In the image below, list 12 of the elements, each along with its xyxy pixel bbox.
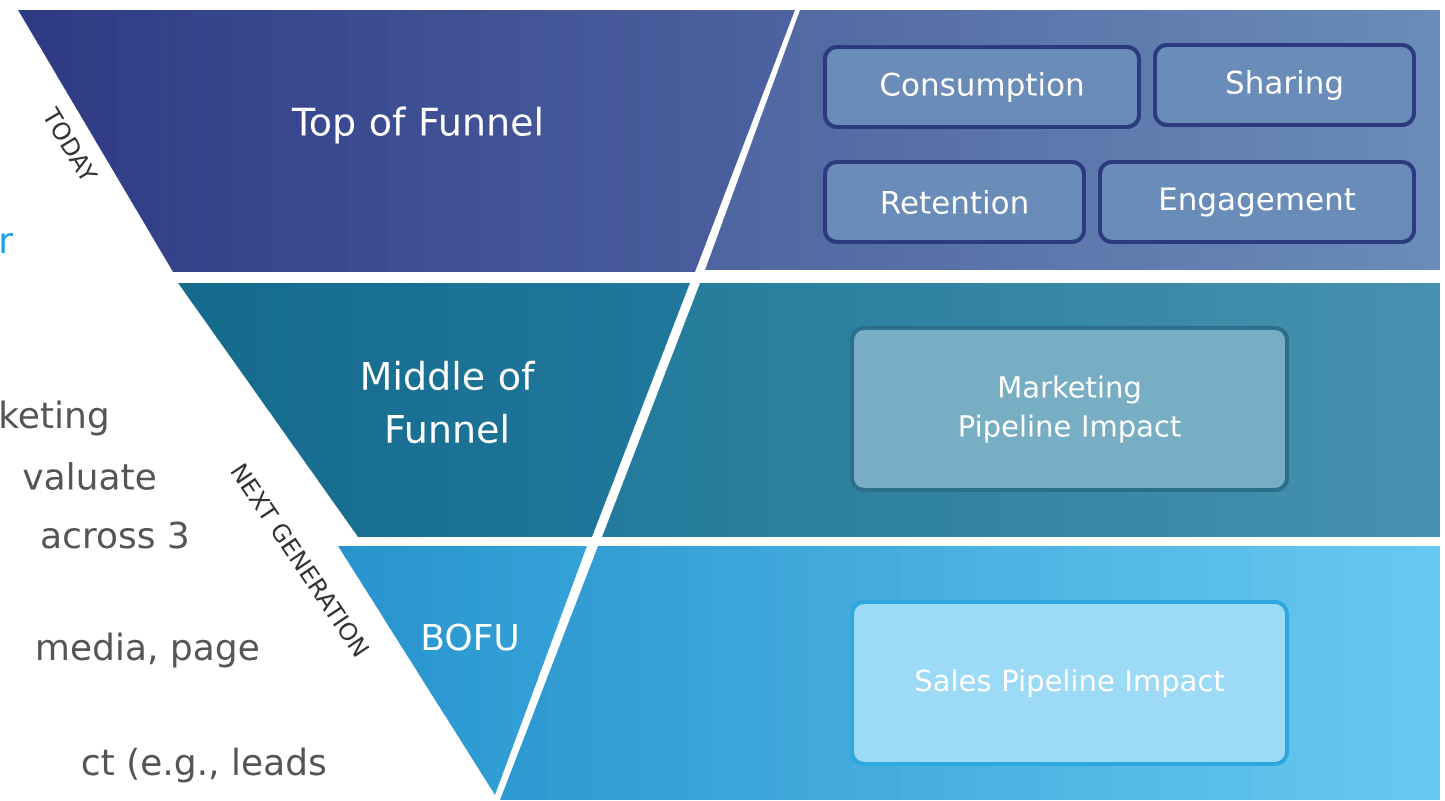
label-box: Engagement (1098, 160, 1416, 244)
label-box: Marketing Pipeline Impact (850, 326, 1289, 492)
node-label: Top of Funnel (291, 106, 541, 144)
label-box: Sales Pipeline Impact (850, 600, 1289, 766)
label-box: Retention (823, 160, 1086, 244)
label-box: Sharing (1153, 43, 1416, 127)
node-label: BOFU (423, 623, 517, 651)
node-label: Middle of Funnel (363, 360, 536, 444)
body-text: keting (1, 400, 107, 436)
label-box: Consumption (823, 45, 1141, 129)
body-text: across 3 (42, 521, 187, 549)
body-text: media, page (38, 632, 258, 668)
